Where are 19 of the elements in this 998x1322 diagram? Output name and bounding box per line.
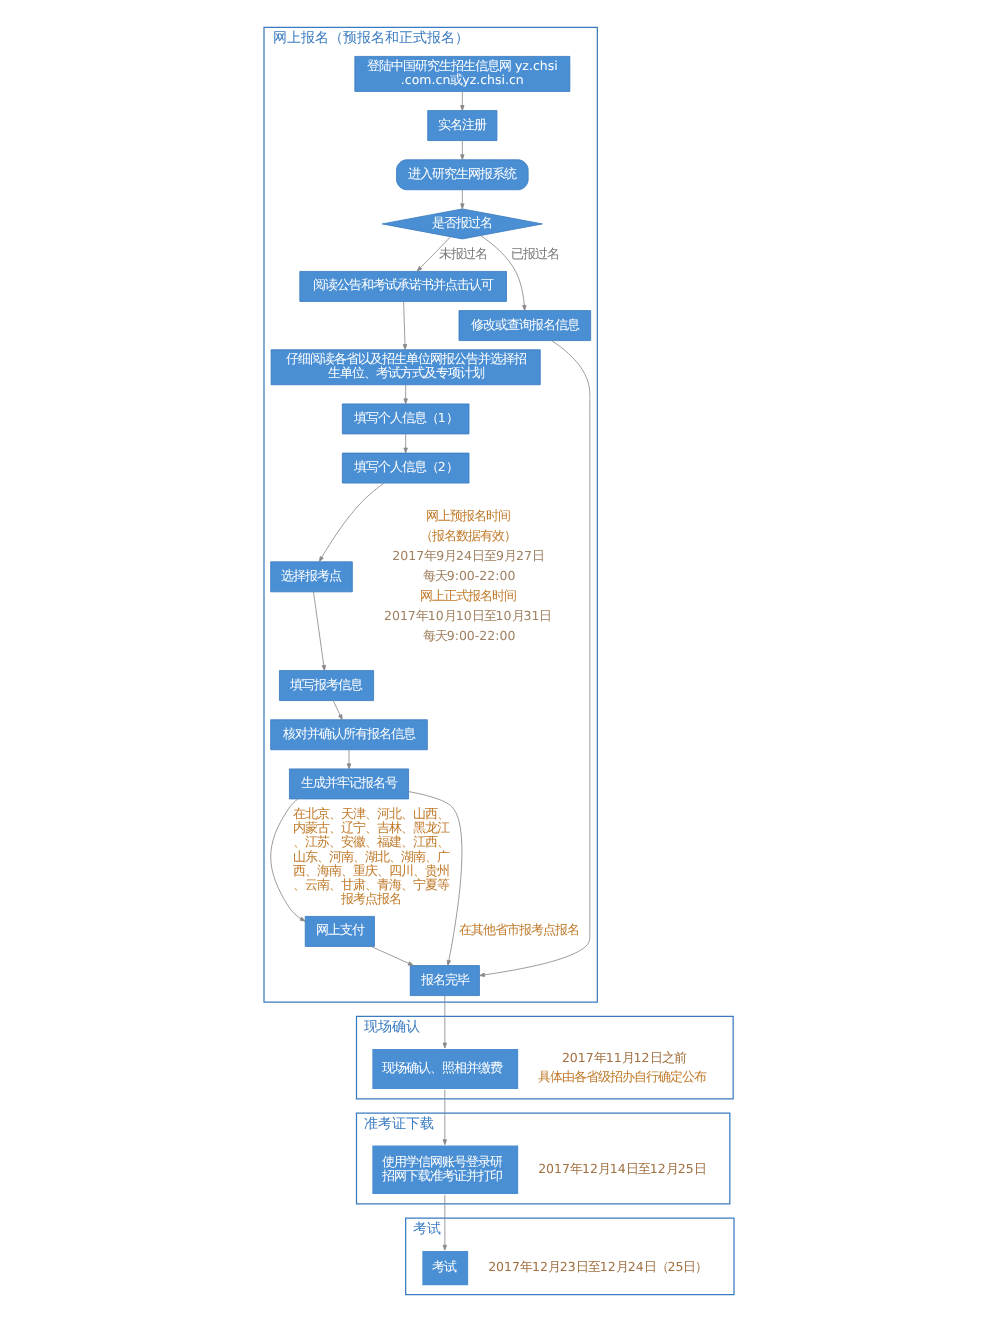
arrow — [346, 749, 352, 770]
arrow — [460, 189, 465, 210]
arrow — [408, 791, 463, 966]
arrow — [460, 140, 465, 161]
arrow — [442, 1194, 447, 1251]
arrow — [479, 340, 591, 977]
arrow — [270, 798, 306, 922]
arrow — [313, 591, 326, 671]
arrow — [480, 235, 527, 311]
arrow — [332, 700, 343, 721]
arrow — [370, 946, 414, 966]
arrow — [403, 433, 408, 454]
arrow — [460, 91, 465, 111]
arrow — [442, 1089, 447, 1146]
arrow — [402, 301, 408, 350]
arrow — [403, 384, 408, 405]
arrow — [416, 236, 452, 272]
arrow — [442, 995, 447, 1049]
arrow — [318, 482, 385, 563]
